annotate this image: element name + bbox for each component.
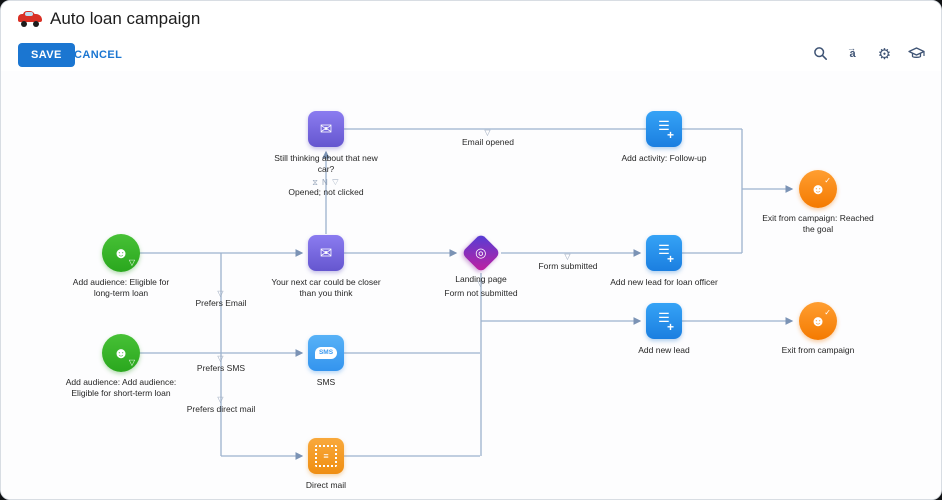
funnel-icon: ▽ [484, 128, 492, 137]
edge-label-opened-not-clicked: ⧖ N ▽ Opened; not clicked [288, 178, 364, 197]
flow-canvas[interactable]: ▽ Email opened ⧖ N ▽ Opened; not clicked… [1, 71, 941, 499]
page-title-text: Auto loan campaign [50, 9, 201, 28]
funnel-icon: ▽ [477, 279, 485, 288]
top-icon-group: → a ⚙ [812, 43, 925, 63]
node-label: Add audience: Eligible for long-term loa… [72, 277, 170, 298]
action-bar: SAVE CANCEL → a ⚙ [1, 39, 941, 71]
add-lead-icon: ☰+ [646, 235, 682, 271]
cancel-button[interactable]: CANCEL [74, 49, 123, 61]
stamp-icon: ≡ [308, 438, 344, 474]
audience-person-funnel-icon: ☻▽ [102, 334, 140, 372]
node-label: Still thinking about that new car? [274, 153, 378, 174]
node-label: Your next car could be closer than you t… [271, 277, 381, 298]
funnel-icon: ▽ [217, 395, 225, 404]
add-activity-icon: ☰+ [646, 111, 682, 147]
add-lead-icon: ☰+ [646, 303, 682, 339]
rename-icon[interactable]: → a [847, 43, 856, 60]
save-button[interactable]: SAVE [18, 43, 75, 67]
page-title: Auto loan campaign [18, 9, 200, 29]
exit-person-check-icon: ☻✓ [799, 170, 837, 208]
node-label: Exit from campaign: Reached the goal [762, 213, 874, 234]
funnel-icon: ▽ [564, 252, 572, 261]
header: Auto loan campaign [1, 1, 941, 39]
exit-person-check-icon: ☻✓ [799, 302, 837, 340]
node-label: Direct mail [305, 480, 347, 490]
node-label: SMS [316, 377, 336, 387]
edge-label-form-not-submitted: ▽ Form not submitted [444, 279, 518, 298]
node-label: Add audience: Add audience: Eligible for… [65, 377, 177, 398]
settings-gear-icon[interactable]: ⚙ [877, 45, 892, 63]
edge-label-prefers-sms: ▽ Prefers SMS [196, 354, 246, 373]
node-label: Exit from campaign [781, 345, 855, 355]
sms-bubble-icon: SMS [308, 335, 344, 371]
funnel-icon: ▽ [217, 289, 225, 298]
email-icon: ✉ [308, 235, 344, 271]
edge-label-prefers-email: ▽ Prefers Email [195, 289, 247, 308]
car-icon [18, 11, 42, 27]
audience-person-funnel-icon: ☻▽ [102, 234, 140, 272]
search-icon[interactable] [812, 45, 829, 62]
node-label: Add new lead for loan officer [610, 277, 718, 287]
node-label: Add new lead [638, 345, 690, 355]
email-icon: ✉ [308, 111, 344, 147]
edge-label-form-submitted: ▽ Form submitted [538, 252, 598, 271]
node-label: Landing page [455, 274, 507, 284]
funnel-icon: ▽ [217, 354, 225, 363]
academy-cap-icon[interactable] [908, 45, 925, 62]
node-label: Add activity: Follow-up [621, 153, 707, 163]
wait-filter-icons: ⧖ N ▽ [312, 178, 340, 187]
edge-label-email-opened: ▽ Email opened [462, 128, 514, 147]
edge-label-prefers-direct-mail: ▽ Prefers direct mail [186, 395, 256, 414]
